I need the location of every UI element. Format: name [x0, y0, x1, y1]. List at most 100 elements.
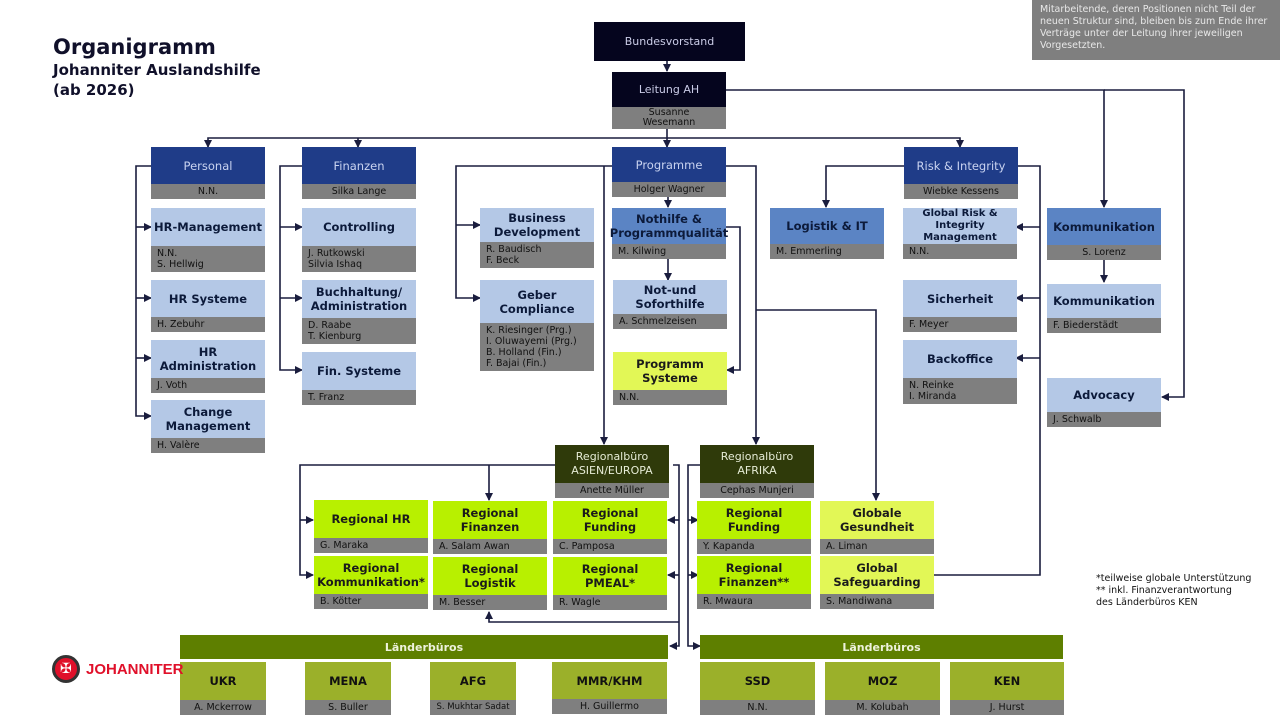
node-person: S. Lorenz [1047, 245, 1161, 260]
node-programme[interactable]: Programme Holger Wagner [612, 147, 726, 197]
node-title: Backoffice [903, 340, 1017, 378]
node-person: F. Biederstädt [1047, 318, 1161, 333]
node-regional-pmeal[interactable]: Regional PMEAL* R. Wagle [553, 557, 667, 610]
node-title: Personal [151, 147, 265, 184]
node-person: A. Salam Awan [433, 539, 547, 554]
node-regional-funding-afrika[interactable]: Regional Funding Y. Kapanda [697, 501, 811, 554]
node-regional-funding-asien[interactable]: Regional Funding C. Pamposa [553, 501, 667, 554]
country-person: J. Hurst [950, 700, 1064, 715]
node-title: Kommunikation [1047, 208, 1161, 245]
node-regional-finanzen-asien[interactable]: Regional Finanzen A. Salam Awan [433, 501, 547, 554]
node-title: Regional Logistik [433, 557, 547, 595]
node-title: Programme [612, 147, 726, 182]
node-title: Change Management [151, 400, 265, 438]
node-person: J. Schwalb [1047, 412, 1161, 427]
node-buchhaltung[interactable]: Buchhaltung/ Administration D. Raabe T. … [302, 280, 416, 344]
node-global-risk-management[interactable]: Global Risk & Integrity Management N.N. [903, 208, 1017, 259]
node-nothilfe[interactable]: Nothilfe & Programmqualität M. Kilwing [610, 208, 728, 259]
node-logistik-it[interactable]: Logistik & IT M. Emmerling [770, 208, 884, 259]
node-risk-integrity[interactable]: Risk & Integrity Wiebke Kessens [904, 147, 1018, 199]
node-title: Regional Kommunikation* [314, 556, 428, 594]
node-title: Leitung AH [612, 72, 726, 107]
country-person: M. Kolubah [825, 700, 940, 715]
node-person: Y. Kapanda [697, 539, 811, 554]
node-kommunikation-sub[interactable]: Kommunikation F. Biederstädt [1047, 284, 1161, 333]
laenderbueros-left-header[interactable]: Länderbüros [180, 635, 668, 659]
node-advocacy[interactable]: Advocacy J. Schwalb [1047, 378, 1161, 427]
node-hr-administration[interactable]: HR Administration J. Voth [151, 340, 265, 393]
country-person: S. Mukhtar Sadat [430, 700, 516, 715]
node-regional-logistik[interactable]: Regional Logistik M. Besser [433, 557, 547, 610]
node-personal[interactable]: Personal N.N. [151, 147, 265, 199]
node-title: Regional Finanzen [433, 501, 547, 539]
node-hr-management[interactable]: HR-Management N.N. S. Hellwig [151, 208, 265, 272]
node-fin-systeme[interactable]: Fin. Systeme T. Franz [302, 352, 416, 405]
node-person: Wiebke Kessens [904, 184, 1018, 199]
country-office-moz[interactable]: MOZ M. Kolubah [825, 662, 940, 715]
node-title: Regional Funding [553, 501, 667, 539]
country-office-ukr[interactable]: UKR A. Mckerrow [180, 662, 266, 715]
node-person: S. Mandiwana [820, 594, 934, 609]
node-regional-kommunikation[interactable]: Regional Kommunikation* B. Kötter [314, 556, 428, 609]
node-person: H. Valère [151, 438, 265, 453]
node-regionalbuero-asien-europa[interactable]: Regionalbüro ASIEN/EUROPA Anette Müller [555, 445, 669, 498]
footnotes: *teilweise globale Unterstützung ** inkl… [1096, 573, 1251, 609]
johanniter-logo: ✠ JOHANNITER [52, 655, 184, 683]
country-office-mena[interactable]: MENA S. Buller [305, 662, 391, 715]
node-title: Regionalbüro ASIEN/EUROPA [555, 445, 669, 483]
node-person: R. Mwaura [697, 594, 811, 609]
node-person: A. Schmelzeisen [613, 314, 727, 329]
node-title: Programm Systeme [613, 352, 727, 390]
node-title: Global Safeguarding [820, 556, 934, 594]
node-backoffice[interactable]: Backoffice N. Reinke I. Miranda [903, 340, 1017, 404]
node-title: HR Administration [151, 340, 265, 378]
node-person: T. Franz [302, 390, 416, 405]
node-leitung-ah[interactable]: Leitung AH Susanne Wesemann [612, 72, 726, 129]
node-not-und-soforthilfe[interactable]: Not-und Soforthilfe A. Schmelzeisen [613, 280, 727, 329]
country-person: N.N. [700, 700, 815, 715]
node-person: R. Wagle [553, 595, 667, 610]
node-title: Risk & Integrity [904, 147, 1018, 184]
node-programm-systeme[interactable]: Programm Systeme N.N. [613, 352, 727, 405]
node-person: N.N. [903, 244, 1017, 259]
node-sicherheit[interactable]: Sicherheit F. Meyer [903, 280, 1017, 332]
node-title: Kommunikation [1047, 284, 1161, 318]
country-office-afg[interactable]: AFG S. Mukhtar Sadat [430, 662, 516, 715]
country-office-ssd[interactable]: SSD N.N. [700, 662, 815, 715]
node-title: Controlling [302, 208, 416, 246]
country-person: H. Guillermo [552, 699, 667, 714]
page-title: Organigramm [53, 35, 216, 59]
node-kommunikation[interactable]: Kommunikation S. Lorenz [1047, 208, 1161, 260]
node-person: J. Rutkowski Silvia Ishaq [302, 246, 416, 272]
node-hr-systeme[interactable]: HR Systeme H. Zebuhr [151, 280, 265, 332]
footnote-2: ** inkl. Finanzverantwortung [1096, 585, 1232, 596]
node-regional-hr[interactable]: Regional HR G. Maraka [314, 500, 428, 553]
node-controlling[interactable]: Controlling J. Rutkowski Silvia Ishaq [302, 208, 416, 272]
node-title: Regionalbüro AFRIKA [700, 445, 814, 483]
node-title: HR Systeme [151, 280, 265, 317]
node-title: Regional Funding [697, 501, 811, 539]
country-code: AFG [430, 662, 516, 700]
node-person: D. Raabe T. Kienburg [302, 318, 416, 344]
node-title: Not-und Soforthilfe [613, 280, 727, 314]
country-office-mmr-khm[interactable]: MMR/KHM H. Guillermo [552, 662, 667, 714]
country-code: SSD [700, 662, 815, 700]
node-change-management[interactable]: Change Management H. Valère [151, 400, 265, 453]
node-finanzen[interactable]: Finanzen Silka Lange [302, 147, 416, 199]
node-globale-gesundheit[interactable]: Globale Gesundheit A. Liman [820, 501, 934, 554]
node-title: Bundesvorstand [594, 22, 745, 61]
node-bundesvorstand[interactable]: Bundesvorstand [594, 22, 745, 61]
country-office-ken[interactable]: KEN J. Hurst [950, 662, 1064, 715]
page-subtitle: Johanniter Auslandshilfe [53, 61, 261, 79]
node-regional-finanzen-afrika[interactable]: Regional Finanzen** R. Mwaura [697, 556, 811, 609]
node-person: B. Kötter [314, 594, 428, 609]
maltese-cross-icon: ✠ [52, 655, 80, 683]
node-person: H. Zebuhr [151, 317, 265, 332]
node-global-safeguarding[interactable]: Global Safeguarding S. Mandiwana [820, 556, 934, 609]
node-geber-compliance[interactable]: Geber Compliance K. Riesinger (Prg.) I. … [480, 280, 594, 371]
node-business-development[interactable]: Business Development R. Baudisch F. Beck [480, 208, 594, 268]
laenderbueros-right-header[interactable]: Länderbüros [700, 635, 1063, 659]
node-person: Anette Müller [555, 483, 669, 498]
node-regionalbuero-afrika[interactable]: Regionalbüro AFRIKA Cephas Munjeri [700, 445, 814, 498]
page-subtitle-date: (ab 2026) [53, 81, 135, 99]
